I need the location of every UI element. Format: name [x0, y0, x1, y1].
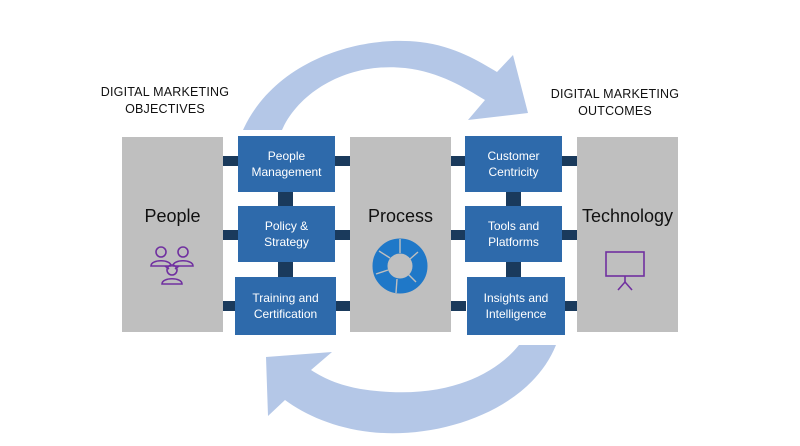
connector — [334, 230, 350, 240]
box-insights-intelligence: Insights and Intelligence — [467, 277, 565, 335]
connector — [334, 301, 350, 311]
box-tools-platforms: Tools and Platforms — [465, 206, 562, 262]
top-arrow — [243, 40, 528, 130]
connector — [222, 301, 238, 311]
box-label-line1: Tools and — [487, 219, 540, 233]
objectives-heading-line1: DIGITAL MARKETING — [100, 85, 230, 99]
box-customer-centricity: Customer Centricity — [465, 136, 562, 192]
box-label-line1: Training and — [252, 291, 319, 305]
box-people-management: People Management — [238, 136, 335, 192]
bottom-arrow — [266, 345, 556, 434]
box-label-line2: Management — [251, 165, 322, 179]
pillar-technology-label: Technology — [581, 206, 674, 226]
connector — [334, 156, 350, 166]
connector — [222, 156, 238, 166]
connector — [562, 156, 578, 166]
connector — [450, 156, 466, 166]
box-label-line1: Customer — [487, 149, 540, 163]
cycle-ring-icon — [372, 238, 428, 294]
box-label-line2: Certification — [253, 307, 318, 321]
outcomes-heading-line2: OUTCOMES — [578, 104, 652, 118]
presentation-board-icon — [605, 251, 645, 291]
connector — [562, 301, 578, 311]
box-label-line2: Intelligence — [485, 307, 547, 321]
box-label-line1: Policy & — [264, 219, 309, 233]
people-group-icon — [150, 246, 194, 285]
connector — [278, 191, 293, 207]
pillar-process-label: Process — [367, 206, 434, 226]
connector — [506, 191, 521, 207]
box-label-line1: People — [267, 149, 306, 163]
box-label-line2: Strategy — [264, 235, 309, 249]
box-policy-strategy: Policy & Strategy — [238, 206, 335, 262]
connector — [450, 230, 466, 240]
connector — [222, 230, 238, 240]
connector — [562, 230, 578, 240]
box-label-line2: Platforms — [488, 235, 539, 249]
outcomes-heading-line1: DIGITAL MARKETING — [550, 87, 680, 101]
objectives-heading: DIGITAL MARKETING OBJECTIVES — [95, 84, 235, 118]
box-label-line1: Insights and — [483, 291, 549, 305]
objectives-heading-line2: OBJECTIVES — [125, 102, 205, 116]
pillar-people: People — [122, 137, 223, 332]
pillar-technology: Technology — [577, 137, 678, 332]
box-label-line2: Centricity — [488, 165, 539, 179]
pillar-process: Process — [350, 137, 451, 332]
connector — [450, 301, 466, 311]
box-training-certification: Training and Certification — [235, 277, 336, 335]
outcomes-heading: DIGITAL MARKETING OUTCOMES — [545, 86, 685, 120]
connector — [278, 262, 293, 278]
pillar-people-label: People — [144, 206, 201, 226]
connector — [506, 262, 521, 278]
